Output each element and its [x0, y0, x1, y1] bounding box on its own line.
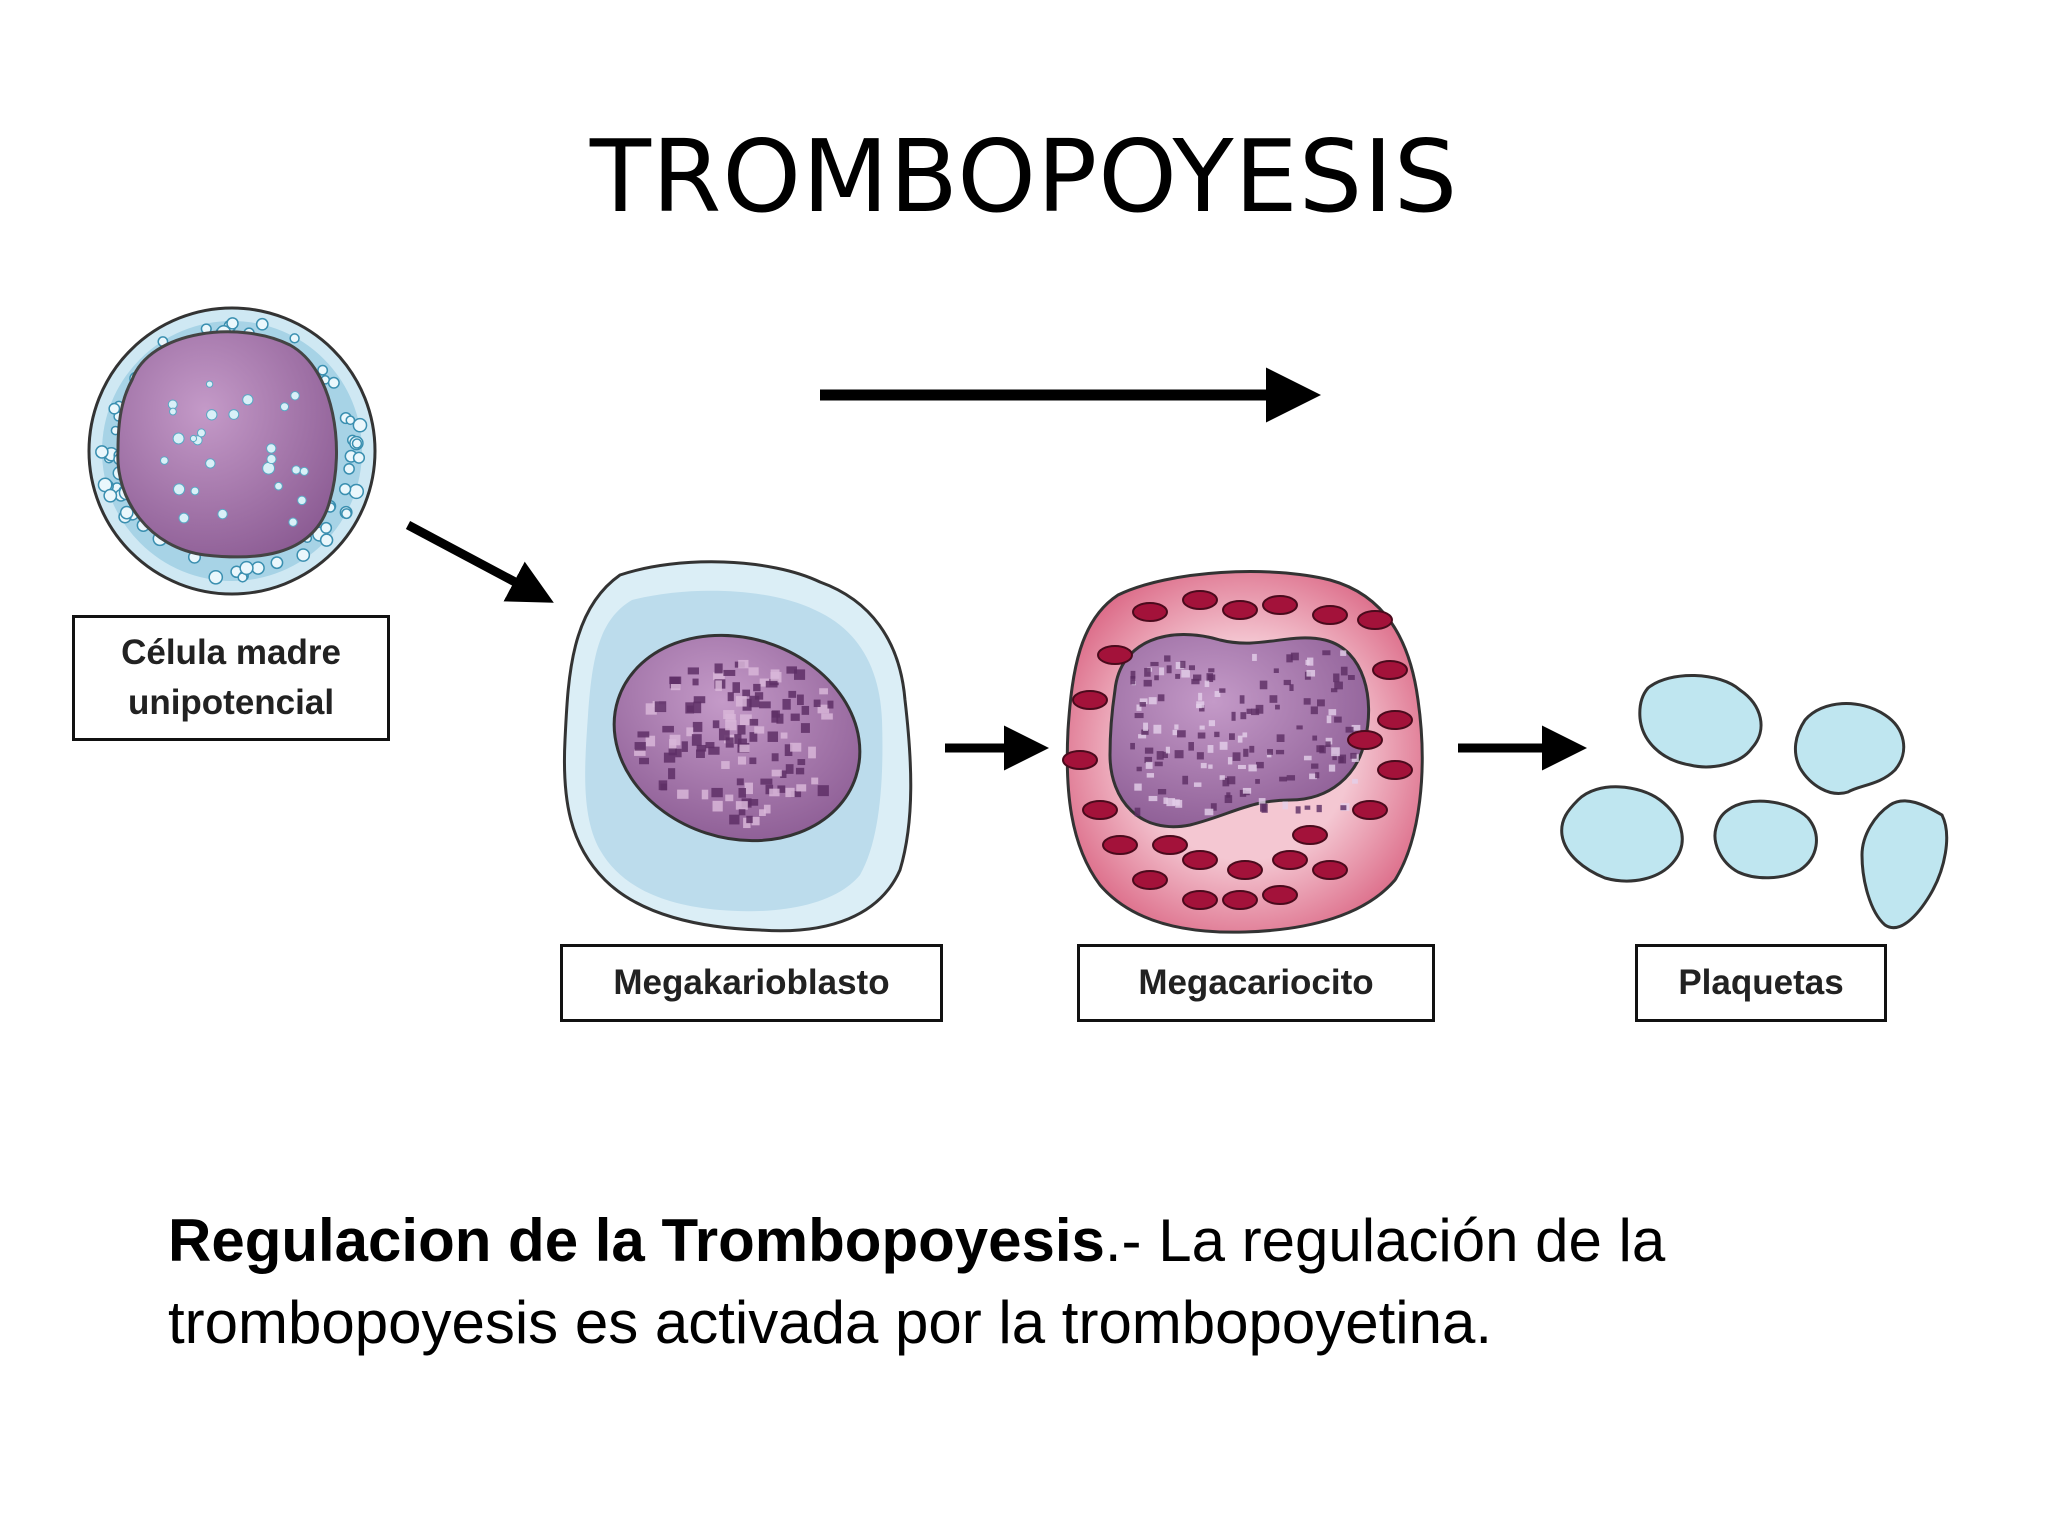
caption: Regulacion de la Trombopoyesis.- La regu… [168, 1200, 1928, 1364]
megakaryocyte-cell [1062, 570, 1424, 934]
megakaryocyte-chromatin [1130, 650, 1361, 817]
process-arrows [405, 367, 1587, 771]
megakaryocyte-granules [1062, 590, 1413, 910]
arrow-stem-to-megakaryoblast [405, 521, 554, 603]
label-stem-cell-line1: Célula madre [121, 633, 341, 672]
label-stem-cell-line2: unipotencial [127, 683, 335, 722]
megakaryoblast-chromatin [634, 659, 834, 829]
caption-text: La regulación de la trombopoyesis es act… [168, 1207, 1666, 1356]
megakaryoblast-cell [562, 560, 913, 933]
stem-cell [87, 306, 377, 596]
label-megakaryoblast: Megakarioblasto [560, 944, 943, 1022]
label-stem-cell: Célula madre unipotencial [72, 615, 390, 741]
label-megakaryocyte: Megacariocito [1077, 944, 1435, 1022]
caption-heading: Regulacion de la Trombopoyesis [168, 1207, 1105, 1274]
slide-title: TROMBOPOYESIS [589, 118, 1459, 235]
caption-separator: .- [1104, 1207, 1142, 1274]
label-platelets: Plaquetas [1635, 944, 1887, 1022]
stem-nucleus-spots [160, 380, 309, 527]
platelets [1560, 673, 1949, 930]
